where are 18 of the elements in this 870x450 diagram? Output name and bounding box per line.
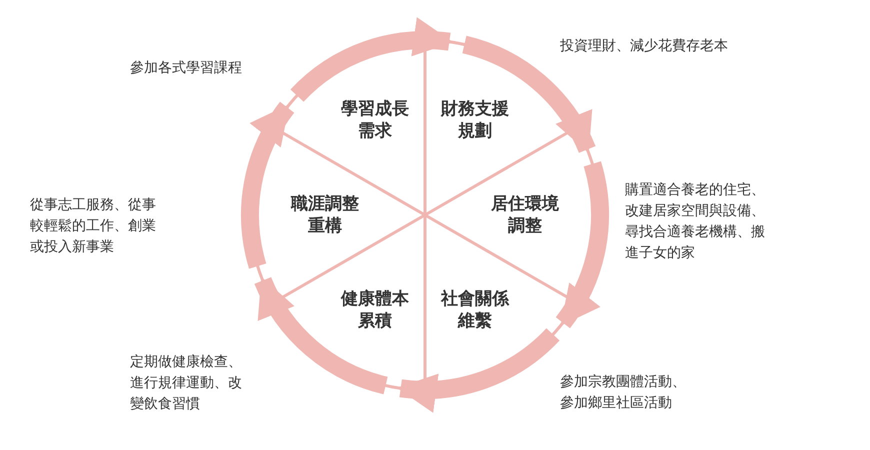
cycle-arrow (241, 102, 294, 268)
sector-label: 學習成長需求 (340, 98, 410, 142)
cycle-arrow (556, 162, 609, 328)
cycle-arrow (462, 36, 596, 154)
cycle-arrow (290, 19, 454, 102)
sector-label: 健康體本累積 (340, 288, 410, 332)
sector-label: 居住環境調整 (490, 193, 560, 237)
note-text: 參加宗教團體活動、參加鄉里社區活動 (560, 373, 687, 413)
cycle-arrow (396, 328, 560, 411)
note-text: 定期做健康檢查、進行規律運動、改變飲食習慣 (130, 353, 243, 414)
note-text: 從事志工服務、從事較輕鬆的工作、創業或投入新事業 (30, 196, 157, 257)
note-text: 投資理財、減少花費存老本 (560, 37, 729, 56)
cycle-arrow (254, 276, 388, 394)
sector-label: 職涯調整重構 (290, 193, 360, 237)
sector-label: 社會關係維繫 (440, 288, 510, 332)
note-text: 購置適合養老的住宅、改建居家空間與設備、尋找合適養老機構、搬進子女的家 (625, 181, 766, 263)
sector-label: 財務支援規劃 (440, 98, 510, 142)
note-text: 參加各式學習課程 (130, 59, 243, 78)
